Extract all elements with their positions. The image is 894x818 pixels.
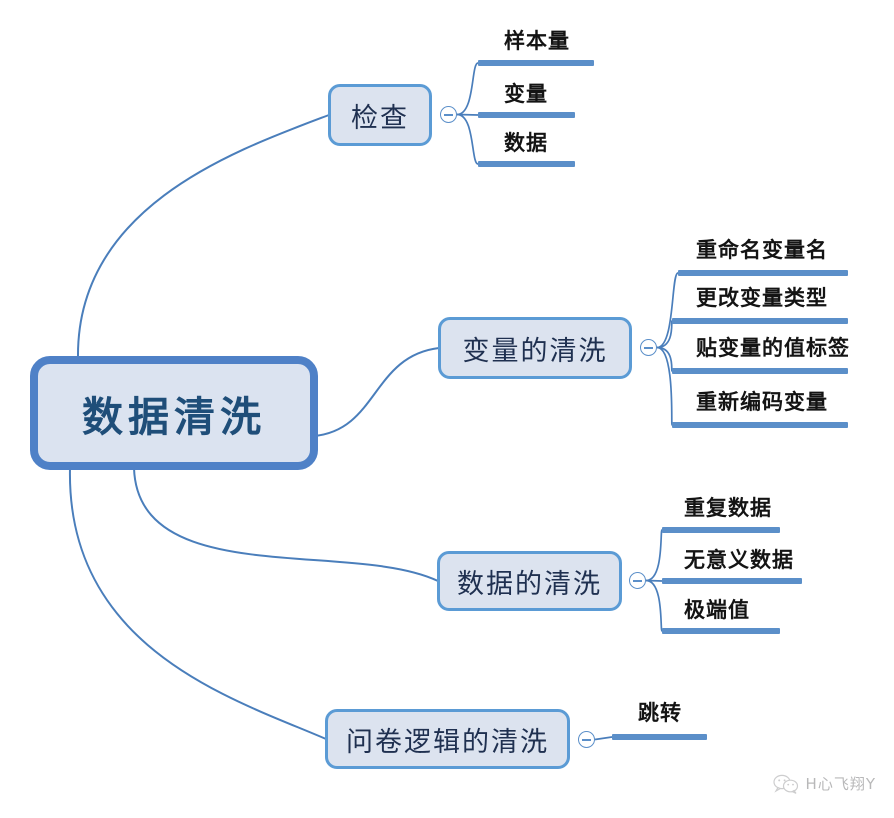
root-node-label: 数据清洗 xyxy=(82,393,266,441)
minus-circle-icon[interactable] xyxy=(440,106,457,123)
leaf-node[interactable]: 重新编码变量 xyxy=(696,390,828,414)
leaf-connector xyxy=(656,346,673,426)
minus-circle-icon[interactable] xyxy=(578,731,595,748)
leaf-underline-bar xyxy=(672,368,848,374)
branch-node-label: 变量的清洗 xyxy=(462,335,608,367)
leaf-connector xyxy=(656,346,673,372)
branch-node-label: 检查 xyxy=(351,102,409,134)
branch-connector-branch-variable-cleaning xyxy=(313,347,440,437)
leaf-node[interactable]: 样本量 xyxy=(504,29,570,53)
minus-circle-icon[interactable] xyxy=(640,339,657,356)
leaf-connector xyxy=(645,529,663,582)
branch-node-label: 数据的清洗 xyxy=(457,568,602,600)
branch-node-branch-questionnaire-logic[interactable]: 问卷逻辑的清洗 xyxy=(325,709,570,769)
leaf-underline-bar xyxy=(678,270,848,276)
leaf-node[interactable]: 无意义数据 xyxy=(684,548,794,572)
leaf-underline-bar xyxy=(672,422,848,428)
leaf-underline-bar xyxy=(662,628,780,634)
leaf-node[interactable]: 重复数据 xyxy=(684,496,772,520)
leaf-connector xyxy=(594,736,613,741)
leaf-underline-bar xyxy=(662,578,802,584)
leaf-connector xyxy=(645,579,663,632)
leaf-node[interactable]: 极端值 xyxy=(684,598,750,622)
branch-connector-branch-data-cleaning xyxy=(133,467,439,582)
branch-node-branch-data-cleaning[interactable]: 数据的清洗 xyxy=(437,551,622,611)
leaf-node[interactable]: 跳转 xyxy=(638,701,682,725)
watermark: H心飞翔Y xyxy=(772,773,876,794)
leaf-connector xyxy=(456,62,479,116)
leaf-connector xyxy=(656,272,679,349)
leaf-node[interactable]: 重命名变量名 xyxy=(696,238,828,262)
leaf-underline-bar xyxy=(662,527,780,533)
root-node[interactable]: 数据清洗 xyxy=(30,356,318,470)
leaf-underline-bar xyxy=(672,318,848,324)
branch-connector-branch-check xyxy=(76,114,330,359)
branch-node-branch-variable-cleaning[interactable]: 变量的清洗 xyxy=(438,317,632,379)
leaf-node[interactable]: 变量 xyxy=(504,82,548,106)
wechat-icon xyxy=(772,774,798,794)
branch-node-label: 问卷逻辑的清洗 xyxy=(346,726,549,758)
minus-circle-icon[interactable] xyxy=(629,572,646,589)
leaf-underline-bar xyxy=(478,161,575,167)
leaf-underline-bar xyxy=(478,112,575,118)
leaf-underline-bar xyxy=(612,734,707,740)
watermark-text: H心飞翔Y xyxy=(805,775,876,793)
branch-node-branch-check[interactable]: 检查 xyxy=(328,84,432,146)
branch-connector-branch-questionnaire-logic xyxy=(68,467,327,740)
leaf-node[interactable]: 数据 xyxy=(504,131,548,155)
leaf-node[interactable]: 贴变量的值标签 xyxy=(696,336,850,360)
leaf-connector xyxy=(456,113,479,165)
leaf-underline-bar xyxy=(478,60,594,66)
leaf-connector xyxy=(656,320,673,349)
leaf-node[interactable]: 更改变量类型 xyxy=(696,286,828,310)
